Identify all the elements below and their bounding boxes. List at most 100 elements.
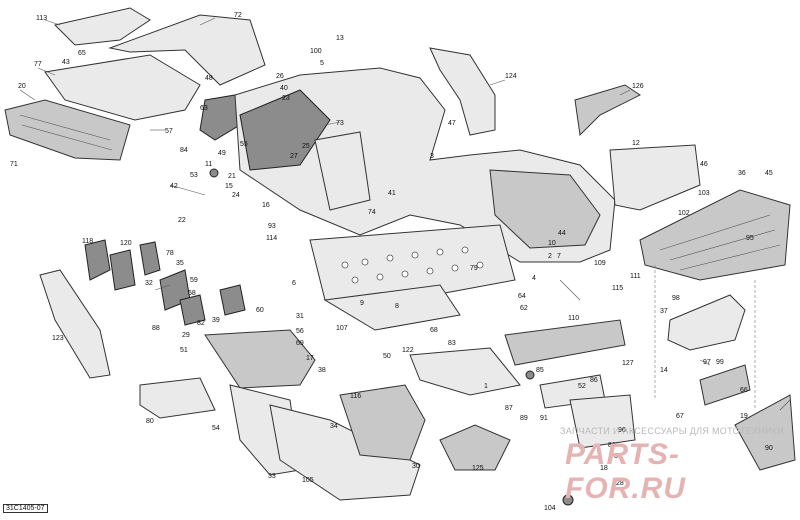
storage-box-98 [667,294,746,351]
callout-77: 77 [34,61,42,68]
callout-7: 7 [557,253,561,260]
callout-84: 84 [180,147,188,154]
callout-51: 51 [180,347,188,354]
callout-54: 54 [212,425,220,432]
front-top-panel-72 [108,14,266,86]
callout-107: 107 [336,325,348,332]
callout-111: 111 [630,273,641,280]
callout-93: 93 [268,223,276,230]
leader-lines [19,17,791,411]
callout-73: 73 [336,120,344,127]
callout-69: 69 [296,340,304,347]
skid-plate-107 [323,284,461,331]
callout-122: 122 [402,347,414,354]
rack-bars [659,214,781,271]
floor-holes [341,246,484,284]
callout-78: 78 [166,250,174,257]
callout-90: 90 [765,445,773,452]
side-rail-90 [734,394,796,471]
callout-116: 116 [350,393,361,400]
callout-48: 48 [205,75,213,82]
callout-13: 13 [336,35,344,42]
callout-80: 80 [146,418,154,425]
callout-98: 98 [672,295,680,302]
callout-30: 30 [412,463,420,470]
grille-slats [19,114,113,151]
rear-frame-66 [699,364,751,406]
callout-71: 71 [10,161,18,168]
callout-17: 17 [306,355,314,362]
callout-44: 44 [558,230,566,237]
callout-53: 53 [190,172,198,179]
callout-39: 39 [212,317,220,324]
diagram-code: 31C1405-07 [3,504,48,513]
callout-120: 120 [120,240,132,247]
front-fender-77 [44,54,201,121]
callout-38: 38 [318,367,326,374]
callout-63: 63 [200,105,208,112]
callout-74: 74 [368,209,376,216]
mount-bracket-118 [84,239,111,281]
callout-89: 89 [520,415,528,422]
callout-4: 4 [532,275,536,282]
callout-102: 102 [678,210,690,217]
callout-85: 85 [536,367,544,374]
callout-124: 124 [505,73,517,80]
callout-113: 113 [36,15,47,22]
bracket-82 [179,294,206,326]
callout-97: 97 [703,359,711,366]
callout-49: 49 [218,150,226,157]
callout-127: 127 [622,360,634,367]
callout-41: 41 [388,190,396,197]
callout-61: 61 [614,453,622,460]
grommet-52 [562,494,574,506]
callout-123: 123 [52,335,64,342]
callout-52: 52 [578,383,586,390]
callout-57: 57 [165,128,173,135]
callout-56: 56 [296,328,304,335]
callout-6: 6 [292,280,296,287]
callout-104: 104 [544,505,556,512]
rear-fender-126 [574,84,641,137]
callout-28: 28 [616,480,624,487]
callout-65: 65 [78,50,86,57]
callout-88: 88 [152,325,160,332]
footwell-105 [269,404,421,501]
callout-114: 114 [266,235,277,242]
callout-14: 14 [660,367,668,374]
callout-118: 118 [82,238,93,245]
callout-109: 109 [594,260,606,267]
callout-58: 58 [188,290,196,297]
callout-47: 47 [448,120,456,127]
callout-12: 12 [632,140,640,147]
grommet-53 [209,168,219,178]
callout-67: 67 [676,413,684,420]
rear-panel-46 [609,144,701,211]
callout-24: 24 [232,192,240,199]
callout-68: 68 [430,327,438,334]
callout-23: 23 [282,95,290,102]
callout-33: 33 [268,473,276,480]
floor-plate-74 [309,224,516,306]
callout-22: 22 [178,217,186,224]
bracket-78 [139,241,161,276]
bracket-24 [219,284,246,316]
callout-37: 37 [660,308,668,315]
callout-45: 45 [765,170,773,177]
callout-72: 72 [234,12,242,19]
footrest-86 [569,394,636,449]
front-top-panel-113 [54,7,151,46]
headlight-bracket-48 [199,94,241,141]
callout-27: 27 [290,153,298,160]
callout-55: 55 [240,141,248,148]
callout-11: 11 [205,161,212,168]
callout-103: 103 [698,190,710,197]
footrest-rail-127 [504,319,626,366]
callout-10: 10 [548,240,556,247]
callout-86: 86 [590,377,598,384]
rear-fender-124 [429,47,496,136]
callout-110: 110 [568,315,579,322]
rear-cavity [489,169,601,249]
callout-66: 66 [740,387,748,394]
